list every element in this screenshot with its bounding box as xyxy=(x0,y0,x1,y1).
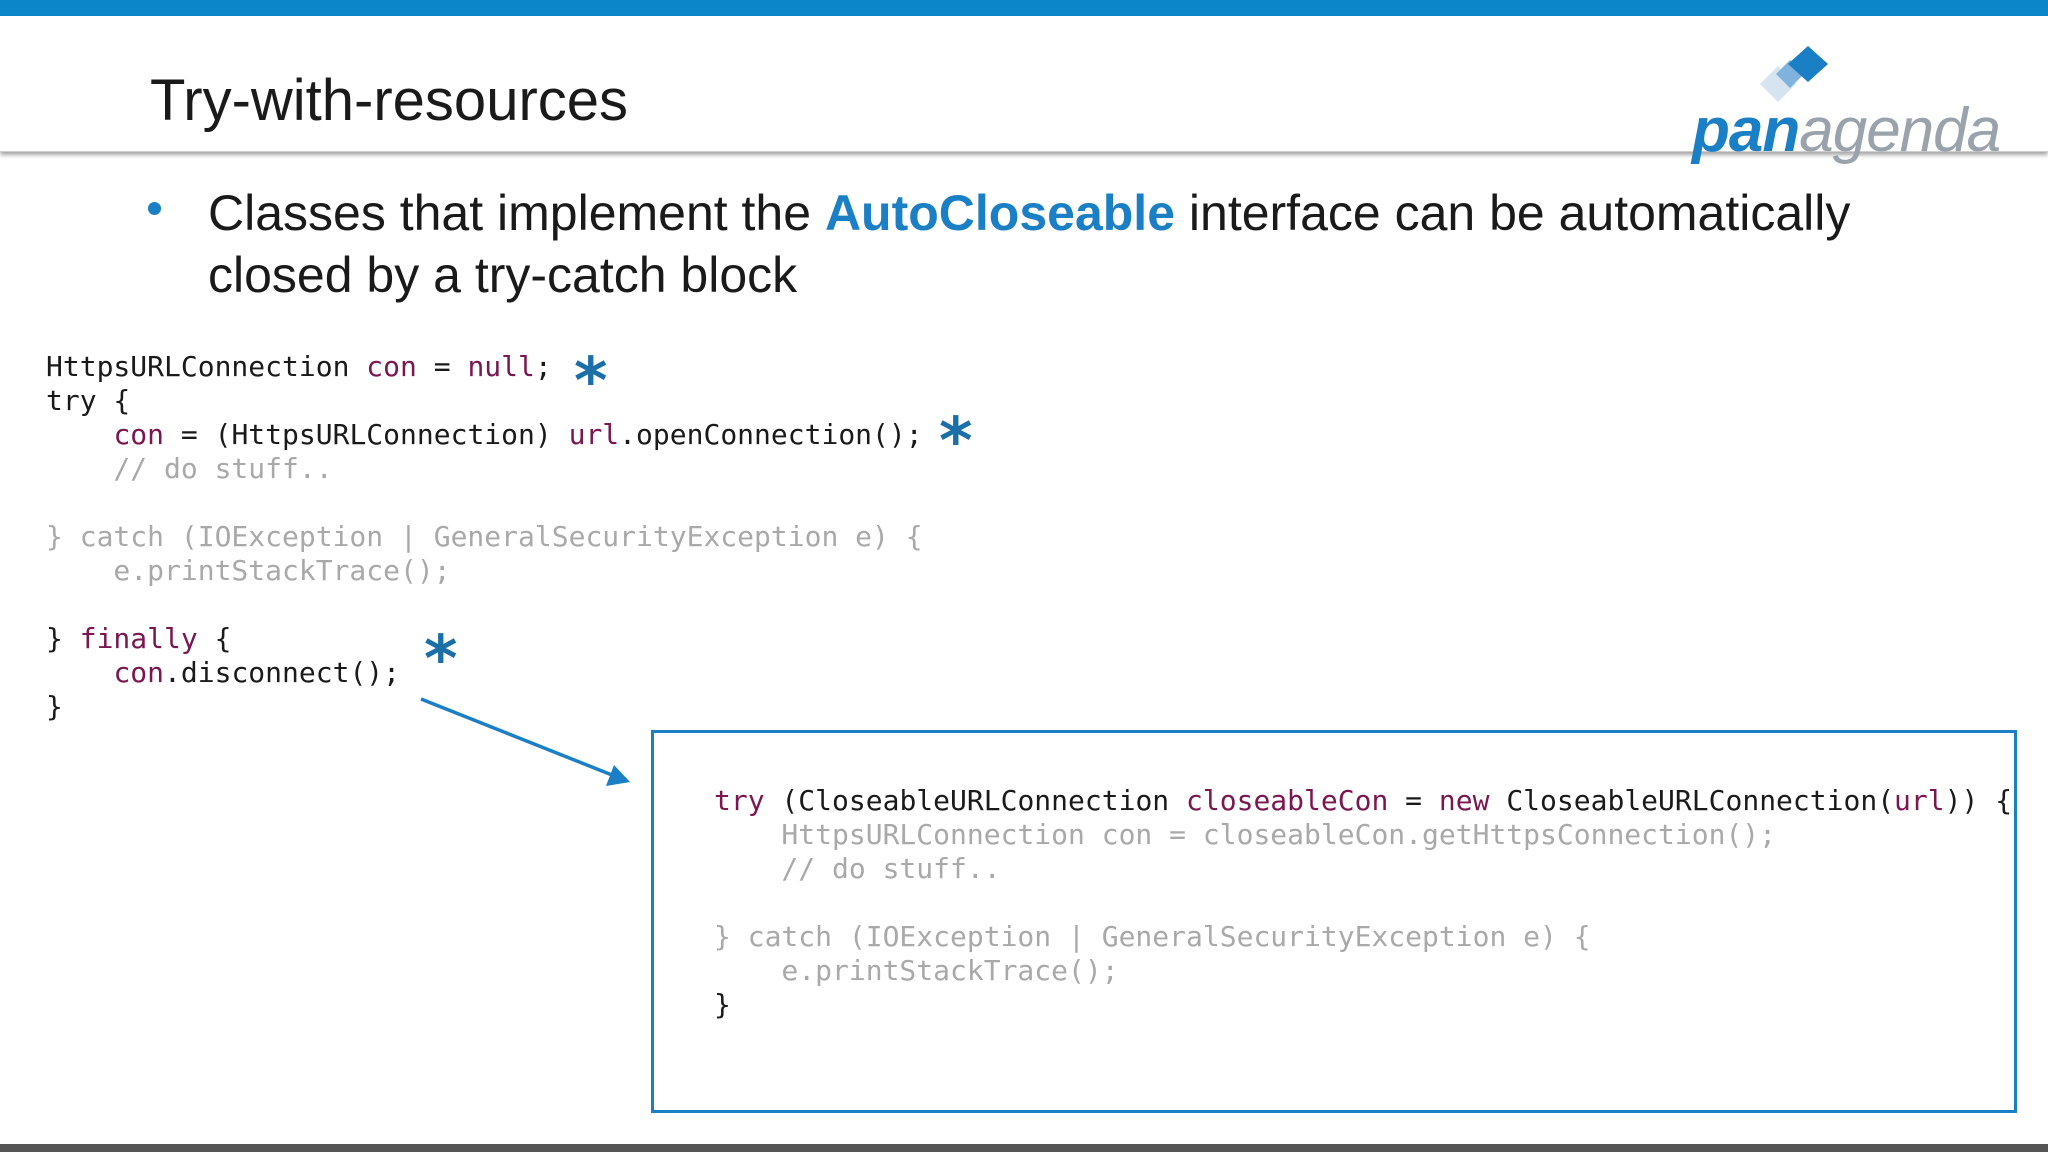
code-line: } catch (IOException | GeneralSecurityEx… xyxy=(46,520,923,554)
bullet-text: Classes that implement the AutoCloseable… xyxy=(208,182,1988,306)
try-with-resources-box xyxy=(651,730,2017,1113)
code-token: = (HttpsURLConnection) xyxy=(164,418,569,451)
code-token: // do stuff.. xyxy=(714,852,1001,885)
code-token: .disconnect(); xyxy=(164,656,401,689)
code-token: url xyxy=(1894,784,1945,817)
code-token: HttpsURLConnection xyxy=(46,350,367,383)
code-line: HttpsURLConnection con = null; xyxy=(46,350,552,384)
code-token: } xyxy=(46,690,63,723)
logo-pan-text: pan xyxy=(1692,96,1800,165)
code-token: con xyxy=(113,656,165,689)
asterisk-marker-icon: * xyxy=(424,623,458,697)
code-line: HttpsURLConnection con = closeableCon.ge… xyxy=(714,818,1776,852)
slide-title: Try-with-resources xyxy=(150,68,629,133)
code-line: } finally { xyxy=(46,622,231,656)
code-token: )) { xyxy=(1944,784,2013,817)
code-token: } xyxy=(714,988,731,1021)
panagenda-logo: panagenda xyxy=(1690,44,2020,165)
code-token: .openConnection(); xyxy=(619,418,923,451)
code-block-classic: HttpsURLConnection con = null;try { con … xyxy=(46,350,966,730)
code-line: } catch (IOException | GeneralSecurityEx… xyxy=(714,920,1591,954)
bullet-text-before: Classes that implement the xyxy=(208,185,825,241)
slide-header: Try-with-resources panagenda xyxy=(0,16,2048,165)
code-token: } catch (IOException | GeneralSecurityEx… xyxy=(46,520,923,553)
code-token: finally xyxy=(79,622,198,655)
code-token: e.printStackTrace(); xyxy=(714,954,1119,987)
code-line: con = (HttpsURLConnection) url.openConne… xyxy=(46,418,923,452)
asterisk-marker-icon: * xyxy=(939,405,973,479)
code-token: } catch (IOException | GeneralSecurityEx… xyxy=(714,920,1591,953)
code-token: = xyxy=(416,350,468,383)
code-token: } xyxy=(46,622,80,655)
code-token: con xyxy=(366,350,417,383)
code-token: closeableCon xyxy=(1186,784,1389,817)
logo-agenda-text: agenda xyxy=(1799,96,2001,165)
code-line: } xyxy=(714,988,731,1022)
code-token: // do stuff.. xyxy=(46,452,333,485)
code-block-try-with-resources: try (CloseableURLConnection closeableCon… xyxy=(714,784,2014,1024)
code-line: // do stuff.. xyxy=(714,852,1001,886)
code-token xyxy=(46,656,113,689)
code-token: (CloseableURLConnection xyxy=(764,784,1187,817)
code-token xyxy=(46,418,113,451)
code-line: try { xyxy=(46,384,130,418)
bottom-bar xyxy=(0,1144,2048,1152)
code-token: new xyxy=(1438,784,1490,817)
code-token: null xyxy=(467,350,535,383)
code-line: try (CloseableURLConnection closeableCon… xyxy=(714,784,2012,818)
code-line: e.printStackTrace(); xyxy=(714,954,1119,988)
code-token: CloseableURLConnection( xyxy=(1489,784,1895,817)
code-token: = xyxy=(1388,784,1439,817)
code-line: e.printStackTrace(); xyxy=(46,554,451,588)
bullet-text-after: interface can be automatically closed by… xyxy=(208,185,1851,303)
code-token: try { xyxy=(46,384,131,417)
bullet-dot-icon xyxy=(148,202,161,215)
logo-wordmark: panagenda xyxy=(1692,96,2001,166)
code-token: con xyxy=(113,418,165,451)
asterisk-marker-icon: * xyxy=(574,345,608,419)
code-token: ; xyxy=(534,350,552,383)
code-line: con.disconnect(); xyxy=(46,656,400,690)
bullet-highlight: AutoCloseable xyxy=(824,185,1176,241)
code-line: // do stuff.. xyxy=(46,452,333,486)
top-accent-bar xyxy=(0,0,2048,16)
code-token: { xyxy=(197,622,232,655)
code-token: try xyxy=(714,784,765,817)
code-token: e.printStackTrace(); xyxy=(46,554,451,587)
code-token: url xyxy=(568,418,620,451)
logo-diamonds-icon xyxy=(1760,46,1828,102)
code-line: } xyxy=(46,690,63,724)
code-token: HttpsURLConnection con = closeableCon.ge… xyxy=(714,818,1777,851)
